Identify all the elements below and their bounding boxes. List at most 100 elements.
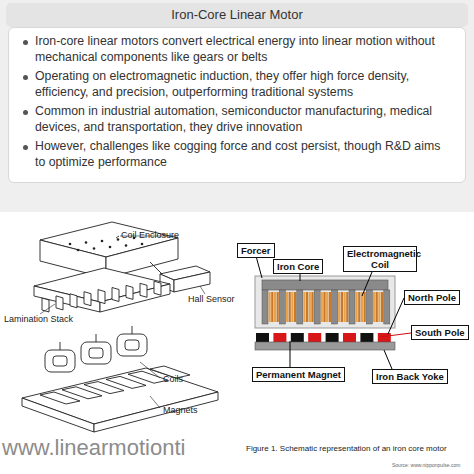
- title: Iron-Core Linear Motor: [8, 4, 466, 26]
- schematic-motor-part-part: [360, 333, 373, 342]
- schematic-motor-part: [255, 342, 395, 350]
- exploded-motor-part-part: [98, 290, 105, 304]
- exploded-motor-part: [45, 326, 147, 372]
- schematic-motor-part-part: [332, 290, 338, 324]
- schematic-motor-part-part: [311, 292, 313, 322]
- schematic-motor-part-part: [256, 333, 269, 342]
- part-label: South Pole: [415, 327, 465, 338]
- schematic-motor-part-part: [356, 292, 358, 322]
- part-label-box: South Pole: [411, 325, 469, 340]
- schematic-motor-part: [255, 276, 395, 328]
- exploded-motor-part-part: [42, 298, 49, 312]
- schematic-motor-part-part: [338, 292, 340, 322]
- bullet-dot: [23, 145, 28, 150]
- schematic-motor-part-part: [271, 292, 273, 322]
- exploded-motor-part-part: [77, 249, 80, 252]
- schematic-motor-part-part: [326, 333, 339, 342]
- source-note: Source: www.nipponpulse.com: [392, 462, 460, 469]
- part-label-box: Forcer: [237, 243, 275, 258]
- schematic-motor-part-part: [344, 292, 346, 322]
- bullet-text: Iron-core linear motors convert electric…: [21, 34, 453, 65]
- exploded-motor-part: [40, 304, 55, 314]
- part-label: Forcer: [241, 245, 271, 256]
- schematic-motor-part-part: [274, 292, 276, 322]
- exploded-motor-part-part: [126, 285, 133, 299]
- schematic-motor-part-part: [256, 256, 262, 278]
- figure-caption: Figure 1. Schematic representation of an…: [246, 443, 447, 454]
- exploded-motor-part: [116, 236, 119, 238]
- schematic-motor-part-part: [269, 292, 271, 322]
- schematic-motor-part: [256, 256, 404, 369]
- schematic-motor-part-part: [286, 292, 288, 322]
- part-name: Hall Sensor: [188, 294, 235, 305]
- exploded-motor-part: [150, 262, 162, 274]
- exploded-motor-part-part: [53, 356, 67, 366]
- schematic-motor-part-part: [314, 290, 320, 324]
- part-label-box: Electromagnetic Coil: [343, 246, 417, 272]
- exploded-motor-part-part: [81, 342, 111, 364]
- schematic-motor-part-part: [323, 292, 325, 322]
- part-label: Electromagnetic Coil: [347, 248, 413, 270]
- exploded-motor-part-part: [96, 334, 97, 342]
- exploded-motor-part-part: [140, 283, 147, 297]
- exploded-motor-part: [22, 398, 94, 432]
- exploded-motor-part-part: [56, 296, 63, 310]
- part-name: Magnets: [163, 405, 198, 416]
- part-name: Coil Enclosure: [121, 230, 179, 241]
- exploded-motor-part: [40, 366, 190, 404]
- bullet-text: However, challenges like cogging force a…: [21, 139, 453, 170]
- exploded-motor-part-part: [141, 243, 144, 246]
- text-card: Iron-core linear motors convert electric…: [8, 27, 466, 183]
- exploded-motor-part-part: [132, 326, 133, 334]
- exploded-motor-part-part: [112, 288, 119, 302]
- exploded-motor-part: [42, 281, 161, 312]
- exploded-motor-part-part: [117, 334, 147, 356]
- part-name: Coils: [163, 374, 183, 385]
- exploded-motor: [22, 222, 218, 432]
- exploded-motor-part: [34, 286, 100, 312]
- schematic-motor-part-part: [364, 292, 366, 322]
- part-label: Iron Back Yoke: [376, 371, 444, 382]
- exploded-motor-part-part: [125, 244, 128, 247]
- exploded-motor-part-part: [69, 243, 72, 246]
- schematic-motor-part-part: [384, 290, 390, 324]
- exploded-motor-part-part: [154, 281, 161, 295]
- bullet-text: Common in industrial automation, semicon…: [21, 104, 453, 135]
- schematic-motor: [255, 256, 411, 369]
- schematic-motor-part-part: [381, 292, 383, 322]
- bullet-dot: [23, 40, 28, 45]
- schematic-motor-part: [262, 280, 388, 290]
- schematic-motor-part-part: [273, 333, 286, 342]
- schematic-motor-part-part: [378, 333, 391, 342]
- schematic-motor-part-part: [291, 333, 304, 342]
- schematic-motor-part-part: [309, 292, 311, 322]
- schematic-motor-part-part: [378, 292, 380, 322]
- part-label: North Pole: [408, 292, 456, 303]
- exploded-motor-part: [140, 362, 160, 378]
- schematic-motor-part-part: [297, 290, 303, 324]
- watermark: www.linearmotionti: [2, 436, 185, 460]
- schematic-motor-part-part: [341, 292, 343, 322]
- exploded-motor-part: [94, 392, 218, 432]
- exploded-motor-part: [150, 396, 160, 408]
- schematic-motor-part-part: [361, 292, 363, 322]
- exploded-motor-part: [174, 272, 210, 292]
- schematic-motor-part-part: [279, 290, 285, 324]
- schematic-motor-part-part: [384, 350, 392, 369]
- exploded-motor-part-part: [125, 340, 139, 350]
- schematic-motor-part-part: [321, 292, 323, 322]
- exploded-motor-part-part: [60, 342, 61, 350]
- schematic-motor-part-part: [326, 292, 328, 322]
- schematic-motor-part-part: [358, 292, 360, 322]
- bullet-dot: [23, 110, 28, 115]
- part-label-box: North Pole: [404, 290, 460, 305]
- schematic-motor-part: [256, 333, 391, 342]
- exploded-motor-part-part: [89, 348, 103, 358]
- exploded-motor-part-part: [84, 292, 91, 306]
- schematic-motor-part-part: [303, 292, 305, 322]
- part-label: Iron Core: [277, 261, 319, 272]
- part-label-box: Iron Core: [273, 259, 323, 274]
- schematic-motor-part-part: [291, 292, 293, 322]
- exploded-motor-part-part: [101, 240, 104, 243]
- schematic-motor-part-part: [294, 292, 296, 322]
